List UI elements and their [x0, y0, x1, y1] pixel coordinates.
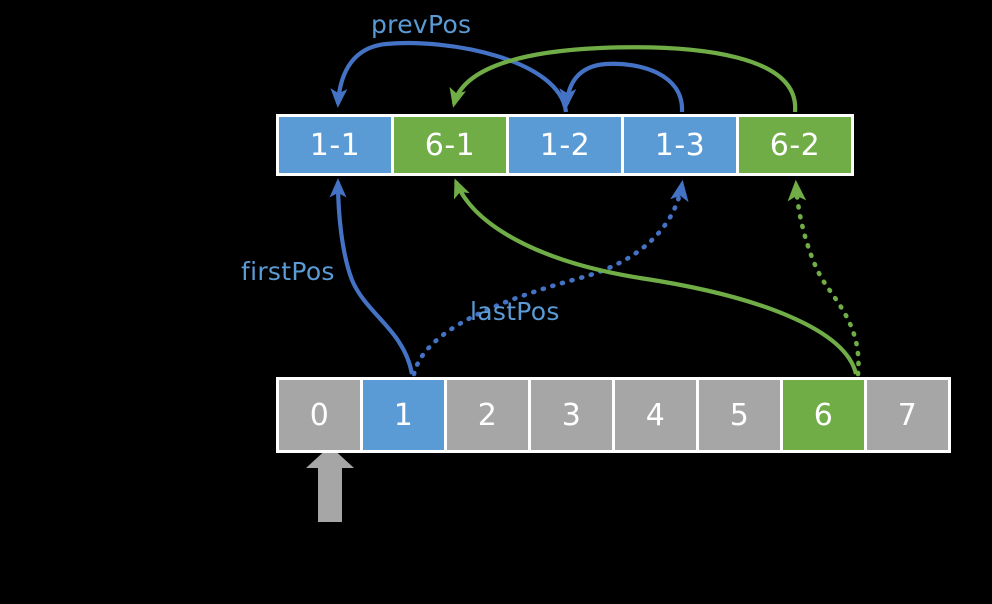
bucket-cell-2[interactable]: 2 [447, 380, 528, 450]
entry-cell-1-1[interactable]: 1-1 [279, 117, 391, 173]
connector-prevpos-1-3-to-1-2 [559, 61, 685, 113]
bucket-cursor-arrow [306, 446, 354, 522]
connector-firstpos-6-to-6-1 [454, 178, 859, 375]
bucket-cell-7[interactable]: 7 [867, 380, 948, 450]
bucket-index-row: 0 1 2 3 4 5 6 7 [276, 377, 951, 453]
bucket-cell-1[interactable]: 1 [363, 380, 444, 450]
entry-cell-6-2[interactable]: 6-2 [739, 117, 851, 173]
connector-prevpos-6-2-to-6-1 [449, 45, 798, 113]
connector-prevpos-1-2-to-1-1 [330, 40, 569, 113]
bucket-cell-4[interactable]: 4 [615, 380, 696, 450]
bucket-cell-3[interactable]: 3 [531, 380, 612, 450]
connector-lastpos-1-to-1-3 [411, 179, 689, 377]
hash-entry-row: 1-1 6-1 1-2 1-3 6-2 [276, 114, 854, 176]
connector-lastpos-6-to-6-2 [787, 179, 861, 377]
label-firstpos: firstPos [241, 257, 335, 286]
bucket-cell-6[interactable]: 6 [783, 380, 864, 450]
entry-cell-1-3[interactable]: 1-3 [624, 117, 736, 173]
entry-cell-1-2[interactable]: 1-2 [509, 117, 621, 173]
bucket-cell-5[interactable]: 5 [699, 380, 780, 450]
bucket-cell-0[interactable]: 0 [279, 380, 360, 450]
connector-firstpos-1-to-1-1 [329, 178, 415, 375]
label-prevpos: prevPos [371, 10, 472, 39]
label-lastpos: lastPos [470, 297, 560, 326]
entry-cell-6-1[interactable]: 6-1 [394, 117, 506, 173]
